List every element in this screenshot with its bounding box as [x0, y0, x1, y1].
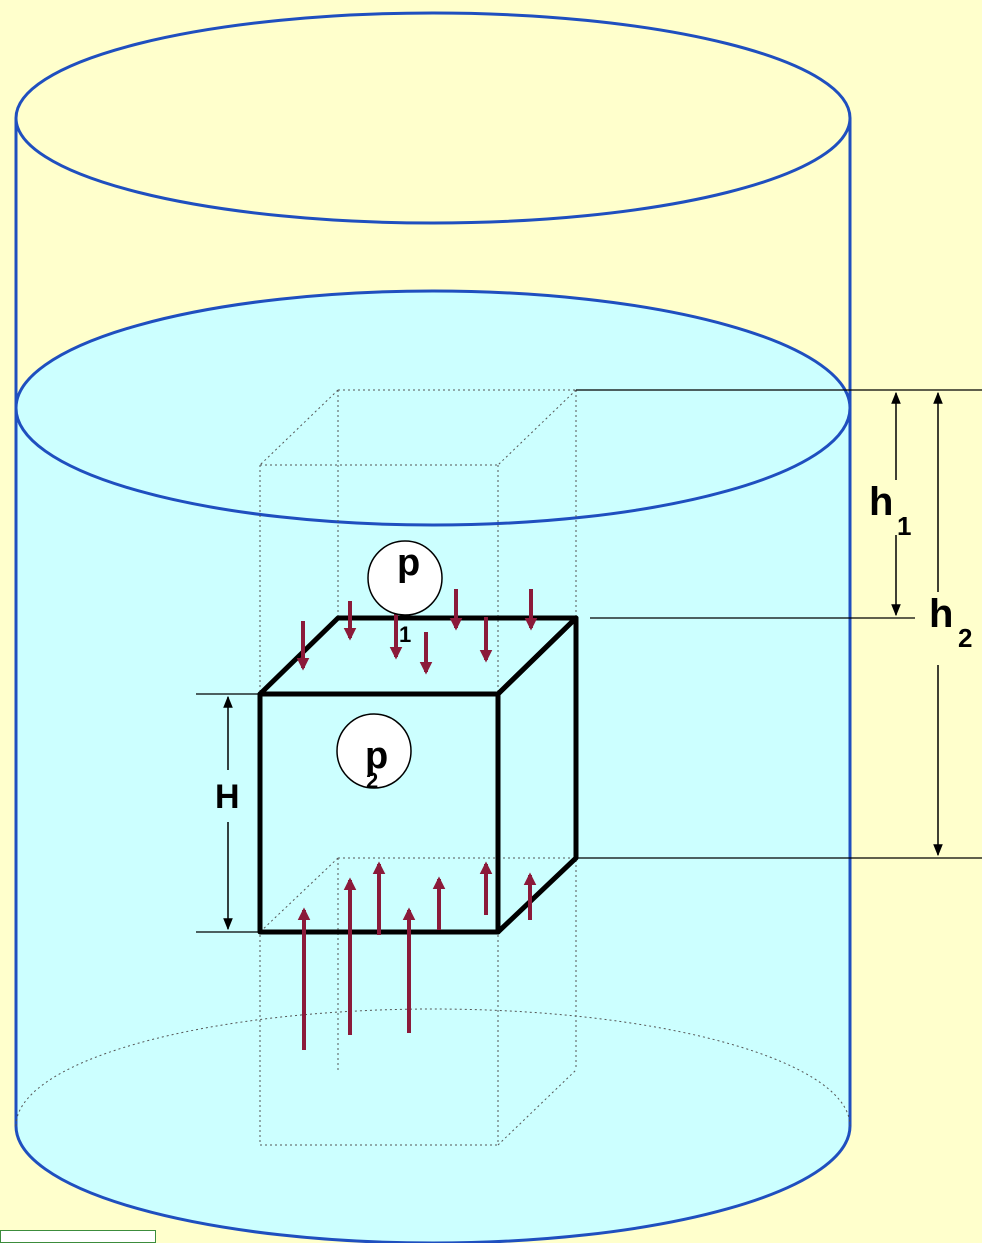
p2-bubble [336, 713, 412, 789]
p1-label: p [397, 542, 420, 584]
p1-subscript: 1 [399, 622, 411, 647]
h1-label: h [869, 480, 893, 524]
corner-box [0, 1230, 156, 1243]
h1-subscript: 1 [897, 511, 911, 541]
H-label: H [215, 778, 240, 816]
h2-subscript: 2 [958, 623, 972, 653]
p1-bubble [367, 540, 443, 616]
h2-label: h [929, 592, 953, 636]
water-body [16, 291, 850, 1243]
p2-subscript: 2 [366, 768, 378, 793]
vessel-top-rim [14, 11, 852, 225]
top-pressure-arrows [296, 589, 538, 675]
p2-label: p [365, 735, 388, 777]
water-surface [14, 289, 852, 527]
dimension-extension-lines [196, 389, 982, 933]
bottom-pressure-arrows [297, 861, 537, 1050]
